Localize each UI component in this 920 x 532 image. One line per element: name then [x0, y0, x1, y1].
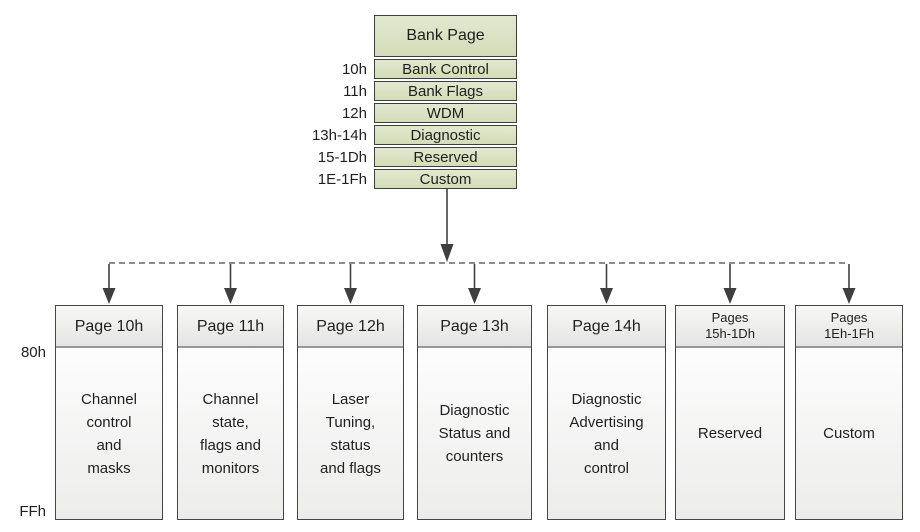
page-box-header: Pages 15h-1Dh — [676, 306, 784, 348]
bank-table-row: 15-1Dh Reserved — [267, 147, 518, 167]
page-box-header: Page 11h — [178, 306, 283, 348]
page-box-description: Custom — [796, 348, 902, 519]
bank-table-cell: Bank Control — [374, 59, 517, 79]
bank-table-header-row: Bank Page — [267, 15, 518, 57]
bank-table-cell: Bank Flags — [374, 81, 517, 101]
bank-row-address: 10h — [341, 60, 367, 78]
page-box-header: Page 14h — [548, 306, 665, 348]
page-box-description: Laser Tuning, status and flags — [298, 348, 403, 519]
bank-table-row: 11h Bank Flags — [267, 81, 518, 101]
page-box-header: Pages 1Eh-1Fh — [796, 306, 902, 348]
branch-arrow-head — [842, 288, 856, 304]
bank-table-cell: Reserved — [374, 147, 517, 167]
bank-row-address: 15-1Dh — [317, 148, 367, 166]
page-box-description: Channel control and masks — [56, 348, 162, 519]
page-box-description: Diagnostic Advertising and control — [548, 348, 665, 519]
range-label-80h: 80h — [20, 344, 46, 361]
bank-row-address: 13h-14h — [311, 126, 367, 144]
branch-arrow-head — [468, 288, 481, 304]
bank-table-cell: WDM — [374, 103, 517, 123]
page-box-header: Page 13h — [418, 306, 531, 348]
bank-table-cell: Diagnostic — [374, 125, 517, 145]
page-box-header: Page 12h — [298, 306, 403, 348]
bank-row-address — [267, 15, 374, 57]
branch-arrow-head — [102, 288, 116, 304]
bank-table-header-cell: Bank Page — [374, 15, 517, 57]
bank-row-address: 11h — [343, 82, 367, 100]
page-box-description: Channel state, flags and monitors — [178, 348, 283, 519]
branch-arrow-head — [723, 288, 737, 304]
branch-arrow-head — [224, 288, 237, 304]
branch-arrow-head — [600, 288, 613, 304]
bank-table-row: 12h WDM — [267, 103, 518, 123]
bank-row-address: 1E-1Fh — [317, 170, 367, 188]
branch-arrow-head — [344, 288, 357, 304]
page-box-description: Reserved — [676, 348, 784, 519]
bank-table-row: 1E-1Fh Custom — [267, 169, 518, 189]
bank-table-row: 10h Bank Control — [267, 59, 518, 79]
page-box-header: Page 10h — [56, 306, 162, 348]
bank-table-row: 13h-14h Diagnostic — [267, 125, 518, 145]
range-label-ffh: FFh — [19, 503, 46, 520]
trunk-arrow-head — [440, 244, 454, 262]
bank-row-address: 12h — [341, 104, 367, 122]
bank-table-cell: Custom — [374, 169, 517, 189]
page-box-description: Diagnostic Status and counters — [418, 348, 531, 519]
